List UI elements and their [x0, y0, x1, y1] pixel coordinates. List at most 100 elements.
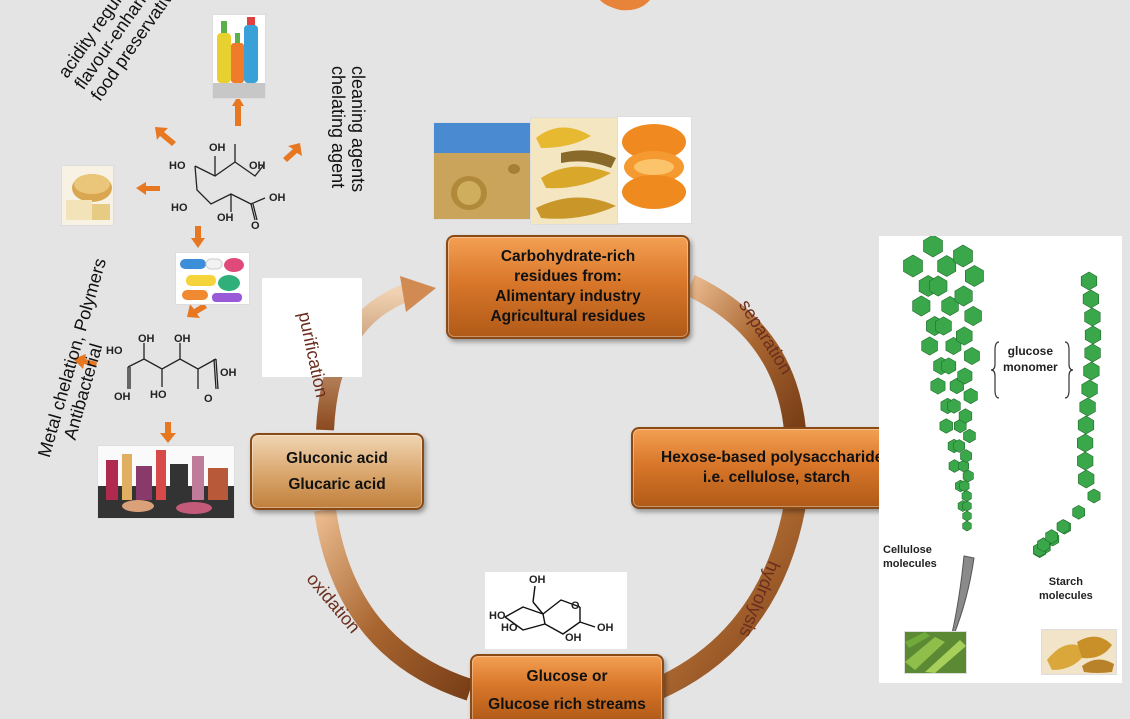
decorative-blob — [600, 0, 650, 11]
cleaning-products-photo — [212, 14, 266, 99]
molecule-panel: glucose monomer Cellulose molecules Star… — [879, 234, 1122, 683]
arrow-down-2 — [160, 422, 176, 443]
cellulose-hexagon — [962, 500, 972, 512]
starch-hexagon — [1087, 488, 1101, 504]
cellulose-hexagon — [956, 326, 973, 346]
glucaric-oh-2: OH — [174, 333, 191, 345]
cellulose-hexagon — [963, 428, 976, 444]
glucose-oh-bottom: OH — [565, 632, 582, 644]
cellulose-hexagon — [954, 285, 973, 307]
glucose-monomer-line1: glucose — [1007, 344, 1054, 358]
cellulose-hexagon — [962, 510, 972, 522]
carbohydrate-line2: residues from: — [514, 268, 622, 285]
starch-hexagon — [1084, 325, 1102, 345]
acid-products-box: Gluconic acid Glucaric acid — [250, 433, 424, 510]
starch-hexagon — [1083, 361, 1100, 381]
gluconic-oh-4: OH — [269, 192, 286, 204]
cellulose-hexagon — [921, 336, 938, 356]
starch-hexagon — [1056, 519, 1070, 534]
arc-separation — [685, 275, 806, 432]
cleaning-label-line2: chelating agent — [328, 66, 348, 189]
gluconic-ho-2: HO — [171, 202, 188, 214]
cleaning-applications-label: cleaning agents chelating agent — [328, 66, 368, 192]
arrow-down-1 — [191, 226, 205, 248]
cellulose-chains — [903, 234, 984, 532]
gluconic-acid-structure: HO OH OH HO OH OH O — [165, 138, 295, 232]
glucose-oh-right: OH — [597, 622, 614, 634]
carbohydrate-line1: Carbohydrate-rich — [500, 248, 636, 265]
glucaric-o: O — [204, 393, 213, 405]
hay-field-photo — [433, 122, 531, 220]
acid-line1: Gluconic acid — [286, 449, 388, 467]
starch-hexagon — [1077, 433, 1094, 453]
molecule-chains — [903, 234, 1102, 647]
arc-oxidation — [314, 508, 474, 701]
cellulose-hexagon — [937, 255, 957, 277]
carbohydrate-line4: Agricultural residues — [490, 308, 646, 325]
leaves-photo — [904, 631, 967, 674]
hexose-polysaccharides-box: Hexose-based polysaccharides i.e. cellul… — [631, 427, 922, 509]
cellulose-label: Cellulose molecules — [883, 543, 937, 571]
glucaric-oh-3: OH — [220, 367, 237, 379]
arrow-upright-1 — [283, 143, 302, 162]
glucaric-oh-1: OH — [138, 333, 155, 345]
gluconic-ho-1: HO — [169, 160, 186, 172]
arrow-left-2 — [73, 354, 97, 369]
orange-peel-photo — [617, 116, 692, 224]
glucose-ring-structure — [504, 585, 596, 635]
pills-photo — [175, 252, 250, 305]
glucaric-ho-1: HO — [106, 345, 123, 357]
carbohydrate-residues-box: Carbohydrate-rich residues from: Aliment… — [446, 235, 690, 339]
cellulose-hexagon — [939, 418, 953, 434]
cellulose-hexagon — [965, 265, 984, 287]
cheese-photo — [61, 165, 114, 226]
cellulose-hexagon — [962, 520, 972, 532]
cellulose-hexagon — [962, 469, 974, 483]
arrowhead-to-carbohydrate — [400, 276, 436, 312]
starch-peel-photo — [1041, 629, 1117, 675]
starch-line2: molecules — [1039, 590, 1093, 602]
starch-line1: Starch — [1048, 576, 1084, 588]
carbohydrate-line3: Alimentary industry — [495, 288, 641, 305]
starch-hexagon — [1081, 379, 1098, 399]
cellulose-hexagon — [912, 295, 931, 317]
cellulose-hexagon — [957, 367, 973, 385]
cellulose-hexagon — [953, 244, 973, 268]
cellulose-hexagon — [958, 459, 969, 473]
banana-peel-photo — [530, 117, 622, 225]
cellulose-hexagon — [960, 449, 972, 463]
starch-hexagon — [1072, 504, 1085, 520]
cellulose-line1: Cellulose — [883, 544, 932, 556]
gluconic-oh-3: OH — [217, 212, 234, 224]
cellulose-hexagon — [903, 254, 923, 278]
cellulose-hexagon — [958, 408, 973, 424]
glucaric-ho-2: HO — [150, 389, 167, 401]
starch-hexagon — [1084, 307, 1101, 327]
glucaric-oh-4: OH — [114, 391, 131, 403]
arrow-up-1 — [232, 96, 244, 126]
cellulose-hexagon — [961, 490, 972, 502]
glucose-streams-box: Glucose or Glucose rich streams — [470, 654, 664, 719]
cellulose-hexagon — [935, 316, 952, 336]
glucose-ring-o: O — [571, 600, 580, 612]
cellulose-hexagon — [963, 387, 978, 405]
gluconic-oh-2: OH — [249, 160, 266, 172]
starch-hexagon — [1077, 451, 1094, 471]
glucose-ho-left2: HO — [501, 622, 518, 634]
cleaning-label-line1: cleaning agents — [348, 66, 368, 193]
cellulose-hexagon — [929, 275, 948, 297]
starch-label: Starch molecules — [1039, 575, 1093, 603]
glucose-oh-top: OH — [529, 574, 546, 586]
glucose-structure-panel: OH O HO HO OH OH — [485, 572, 627, 649]
starch-hexagon — [1082, 289, 1099, 309]
arrow-up-2 — [187, 303, 207, 318]
hexose-line1: Hexose-based polysaccharides — [661, 449, 892, 466]
cellulose-hexagon — [959, 480, 970, 492]
glucose-monomer-label: glucose monomer — [1003, 343, 1058, 375]
arrow-left-1 — [136, 182, 160, 195]
cellulose-hexagon — [930, 377, 946, 395]
starch-chain — [1033, 271, 1102, 559]
cellulose-hexagon — [947, 398, 961, 414]
glucose-monomer-line2: monomer — [1003, 360, 1058, 374]
